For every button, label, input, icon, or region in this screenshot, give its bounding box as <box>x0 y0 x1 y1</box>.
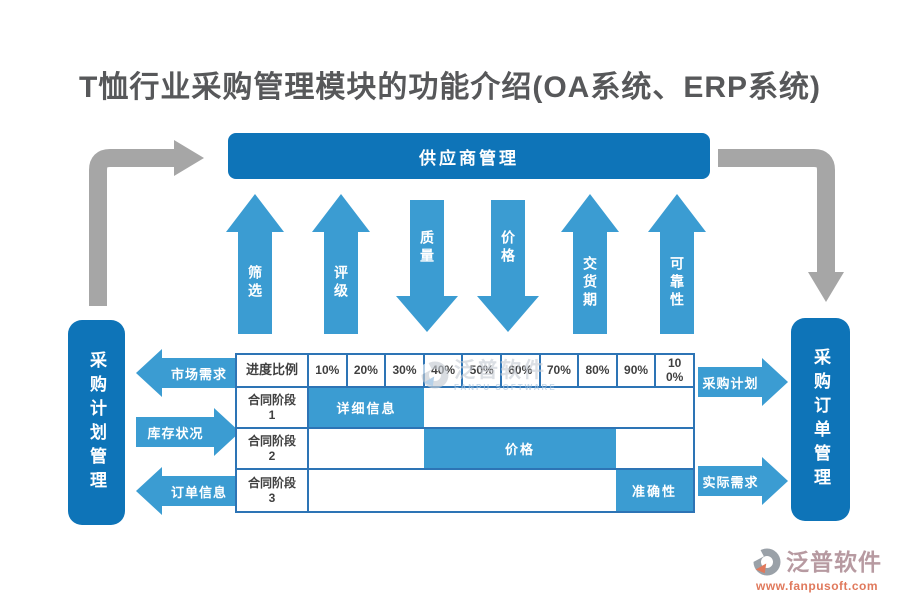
row-track: 价格 <box>309 429 693 468</box>
arrow-label: 订单信息 <box>161 476 237 506</box>
contract-progress-table: 进度比例 10% 20% 30% 40% 50% 60% 70% 80% 90%… <box>235 353 695 513</box>
flow-arrow-label: 价格 <box>500 230 516 266</box>
row-track: 准确性 <box>309 470 693 511</box>
header-cell: 进度比例 <box>237 355 309 386</box>
flow-arrow-reliability: 可靠性 <box>648 194 706 334</box>
purchase-order-panel: 采购订单管理 <box>791 318 850 521</box>
panel-label: 采购计划管理 <box>87 350 106 495</box>
arrow-right-icon <box>762 358 788 406</box>
row-label: 合同阶段1 <box>237 388 309 427</box>
table-row: 合同阶段3 准确性 <box>237 470 693 511</box>
header-cell: 60% <box>502 355 541 386</box>
arrow-label: 市场需求 <box>161 358 237 388</box>
arrow-left-icon <box>136 467 162 515</box>
arrow-right-icon <box>762 457 788 505</box>
table-header-row: 进度比例 10% 20% 30% 40% 50% 60% 70% 80% 90%… <box>237 355 693 388</box>
header-cell: 10% <box>309 355 348 386</box>
supplier-management-bar: 供应商管理 <box>228 133 710 179</box>
progress-bar-detail-info: 详细信息 <box>309 388 424 427</box>
arrow-up-icon <box>226 194 284 232</box>
row-label: 合同阶段2 <box>237 429 309 468</box>
arrow-up-icon <box>312 194 370 232</box>
arrow-down-icon <box>477 296 539 332</box>
elbow-arrow-left-icon <box>89 140 204 306</box>
arrow-market-demand: 市场需求 <box>136 349 237 397</box>
header-cell: 30% <box>386 355 425 386</box>
header-cell: 80% <box>579 355 618 386</box>
arrow-actual-demand: 实际需求 <box>698 457 788 505</box>
header-cell: 50% <box>463 355 502 386</box>
flow-arrow-screening: 筛选 <box>226 194 284 334</box>
flow-arrow-quality: 质量 <box>396 200 458 332</box>
arrow-inventory-status: 库存状况 <box>136 408 240 456</box>
flow-arrow-price: 价格 <box>477 200 539 332</box>
arrow-label: 采购计划 <box>698 367 763 397</box>
panel-label: 采购订单管理 <box>811 347 830 492</box>
arrow-down-icon <box>396 296 458 332</box>
flow-arrow-label: 筛选 <box>247 265 263 301</box>
elbow-arrow-right-icon <box>718 149 844 302</box>
page-title: T恤行业采购管理模块的功能介绍(OA系统、ERP系统) <box>79 71 821 104</box>
arrow-up-icon <box>561 194 619 232</box>
row-label: 合同阶段3 <box>237 470 309 511</box>
fanpu-logo-icon <box>752 548 781 576</box>
flow-arrow-label: 可靠性 <box>669 256 685 310</box>
progress-bar-price: 价格 <box>424 429 616 468</box>
header-cell: 90% <box>618 355 657 386</box>
table-row: 合同阶段1 详细信息 <box>237 388 693 429</box>
fanpu-logo: 泛普软件 www.fanpusoft.com <box>752 547 882 593</box>
logo-url: www.fanpusoft.com <box>756 579 879 593</box>
header-cell: 20% <box>348 355 387 386</box>
row-track: 详细信息 <box>309 388 693 427</box>
arrow-label: 库存状况 <box>136 417 215 447</box>
flow-arrow-label: 评级 <box>333 265 349 301</box>
header-cell: 70% <box>541 355 580 386</box>
flow-arrow-label: 质量 <box>419 230 435 266</box>
header-cell: 40% <box>425 355 464 386</box>
table-row: 合同阶段2 价格 <box>237 429 693 470</box>
progress-bar-accuracy: 准确性 <box>616 470 693 511</box>
arrow-purchase-plan: 采购计划 <box>698 358 788 406</box>
flow-arrow-delivery: 交货期 <box>561 194 619 334</box>
arrow-label: 实际需求 <box>698 466 763 496</box>
flow-arrow-rating: 评级 <box>312 194 370 334</box>
logo-name: 泛普软件 <box>786 548 882 575</box>
header-cell: 100% <box>665 356 684 384</box>
arrow-up-icon <box>648 194 706 232</box>
purchase-plan-panel: 采购计划管理 <box>68 320 125 525</box>
flow-arrow-label: 交货期 <box>582 256 598 310</box>
arrow-left-icon <box>136 349 162 397</box>
arrow-order-info: 订单信息 <box>136 467 237 515</box>
